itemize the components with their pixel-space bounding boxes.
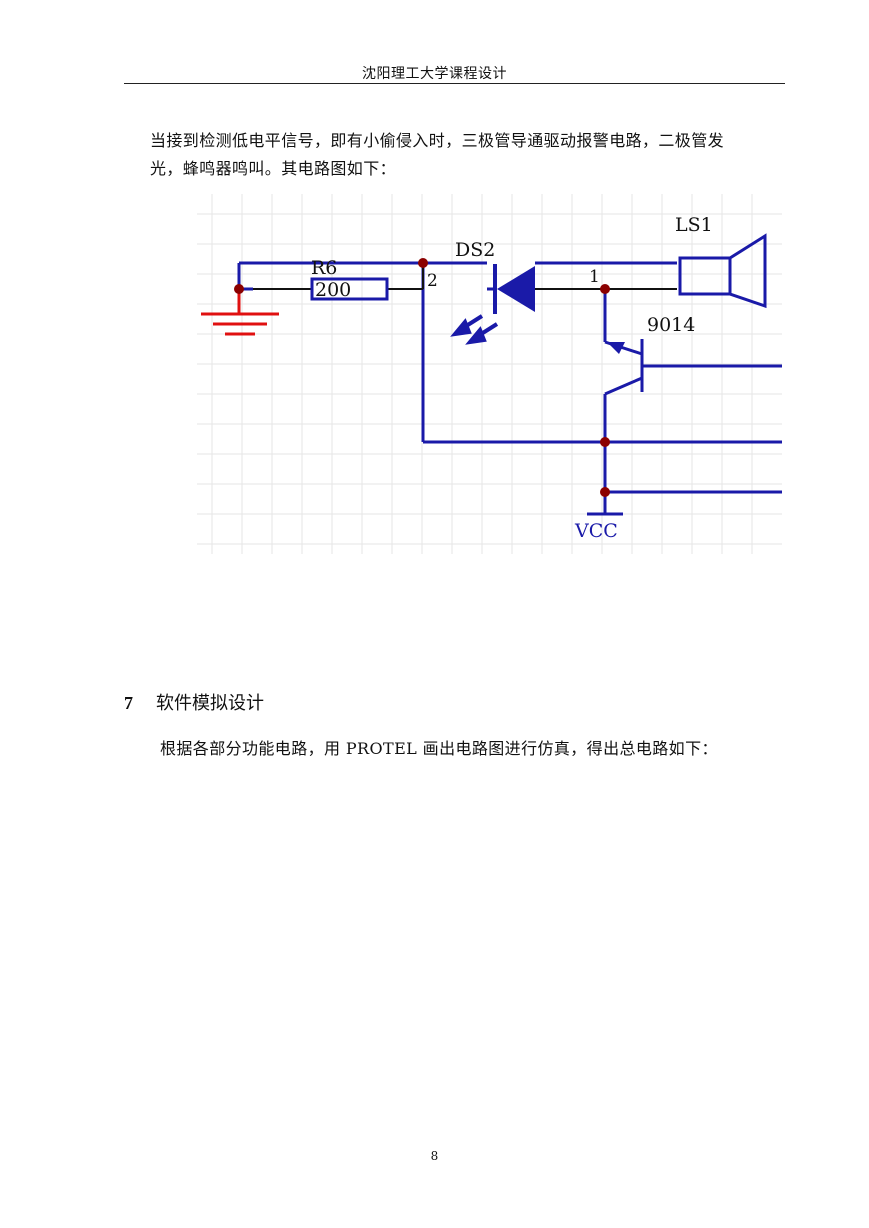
ground-symbol — [201, 289, 279, 336]
grid-background — [197, 194, 782, 554]
header-rule — [124, 83, 785, 84]
diode-pin-2-label: 2 — [427, 271, 438, 291]
resistor-ref-label: R6 — [311, 257, 337, 279]
circuit-wires — [237, 261, 782, 514]
section-title: 软件模拟设计 — [156, 693, 264, 714]
emitter-arrow-icon — [607, 342, 625, 354]
section-number: 7 — [124, 693, 133, 713]
paragraph-line-1: 当接到检测低电平信号，即有小偷侵入时，三极管导通驱动报警电路，二极管发 — [150, 131, 725, 150]
resistor-r6 — [310, 277, 389, 301]
paragraph-line-2: 光，蜂鸣器鸣叫。其电路图如下： — [150, 159, 397, 178]
light-emission-arrows-icon — [450, 314, 499, 345]
junction-dots — [234, 258, 610, 497]
speaker-ref-label: LS1 — [675, 214, 713, 236]
paragraph-alarm-description: 当接到检测低电平信号，即有小偷侵入时，三极管导通驱动报警电路，二极管发 光，蜂鸣… — [150, 127, 770, 183]
vcc-label: VCC — [574, 520, 618, 542]
transistor-9014 — [604, 339, 644, 396]
led-ds2 — [487, 264, 535, 314]
page-header-title: 沈阳理工大学课程设计 — [362, 66, 507, 82]
diode-ref-label: DS2 — [455, 239, 495, 261]
transistor-ref-label: 9014 — [647, 314, 695, 336]
alarm-circuit-diagram: R6 200 DS2 2 1 LS1 9014 VCC — [197, 194, 782, 554]
section-7-heading: 7 软件模拟设计 — [124, 689, 264, 715]
page-number: 8 — [430, 1149, 439, 1163]
resistor-value-label: 200 — [315, 279, 351, 301]
speaker-ls1 — [678, 233, 767, 309]
diode-pin-1-label: 1 — [589, 267, 600, 287]
paragraph-protel-simulation: 根据各部分功能电路，用 PROTEL 画出电路图进行仿真，得出总电路如下： — [160, 739, 718, 758]
